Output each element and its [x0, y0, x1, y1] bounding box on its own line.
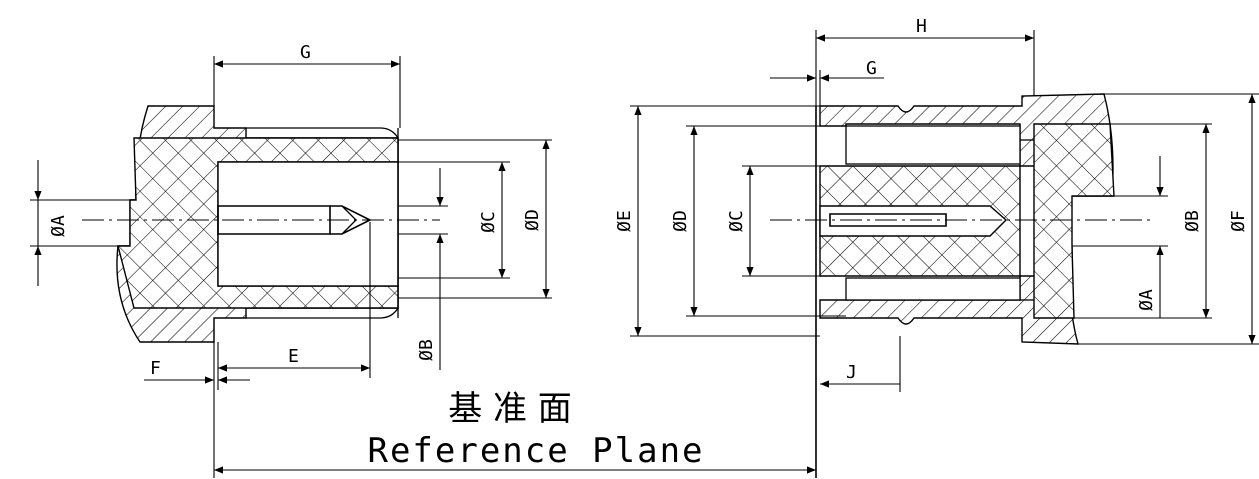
reference-plane-chinese: 基 准 面 [448, 389, 572, 429]
left-dim-C: ØC [478, 211, 499, 233]
right-contact-bore [819, 205, 1008, 237]
left-bore [217, 161, 399, 287]
right-rear-insulator [1033, 123, 1115, 319]
left-connector: G ØA ØC ØD ØB E F [30, 42, 552, 478]
right-dim-C: ØC [726, 210, 747, 232]
right-dim-F: ØF [1228, 210, 1249, 232]
left-dim-B: ØB [416, 339, 437, 361]
left-dim-F: F [150, 358, 161, 379]
right-dim-G: G [866, 58, 877, 79]
left-dim-D: ØD [522, 209, 543, 231]
right-dim-B: ØB [1182, 210, 1203, 232]
right-dim-H: H [916, 16, 927, 37]
right-dim-E: ØE [614, 210, 635, 232]
left-dim-E: E [288, 346, 299, 367]
right-dim-J: J [846, 362, 857, 383]
left-dim-G: G [300, 42, 311, 63]
left-dim-A: ØA [48, 215, 69, 237]
right-contact [829, 213, 947, 227]
right-dim-A: ØA [1136, 289, 1157, 311]
right-dim-D: ØD [670, 210, 691, 232]
right-connector: H G ØE ØD ØC ØA ØB [614, 16, 1259, 478]
reference-plane-english: Reference Plane [367, 431, 704, 471]
